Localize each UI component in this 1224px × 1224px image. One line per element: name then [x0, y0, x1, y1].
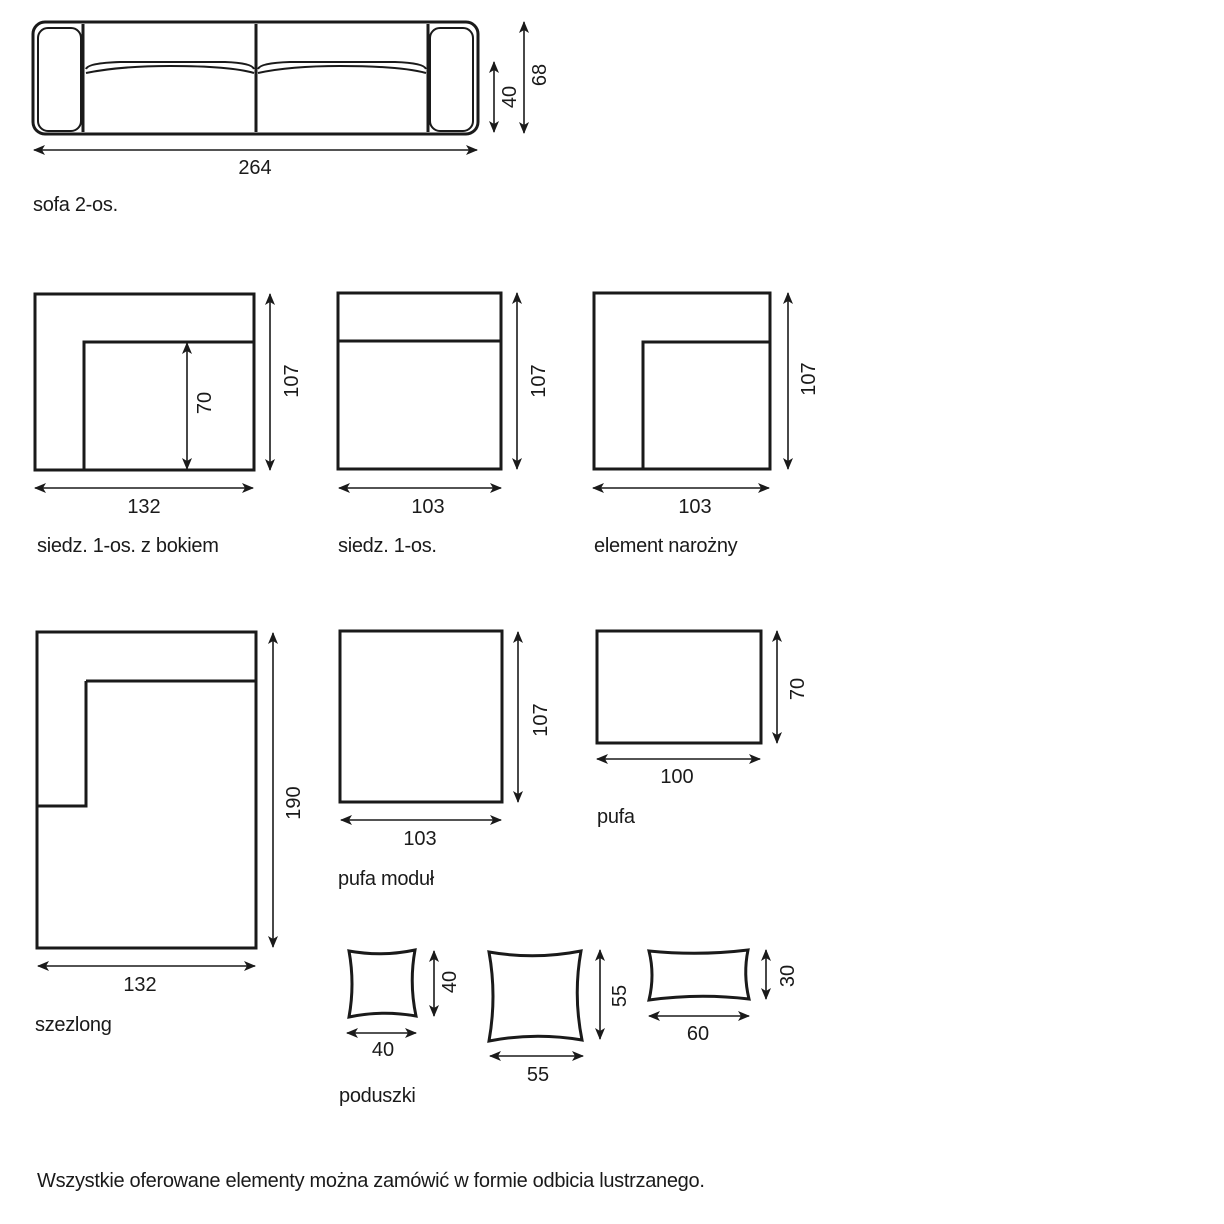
- cushion-long-height-value: 30: [777, 965, 799, 987]
- seat-with-arm-depth-value: 107: [281, 364, 303, 397]
- sofa-drawing: [31, 20, 480, 136]
- sofa-seat-depth-value: 40: [499, 86, 521, 108]
- cushion-small-width-value: 40: [372, 1039, 394, 1061]
- cushion-long-width-value: 60: [687, 1023, 709, 1045]
- seat-depth-value: 107: [528, 364, 550, 397]
- cushion-medium-height-value: 55: [609, 985, 631, 1007]
- cushion-long-shape: [647, 948, 751, 1002]
- chaise-inner: [37, 681, 88, 808]
- chaise-length-value: 190: [283, 786, 305, 819]
- cushion-medium-shape: [487, 949, 584, 1043]
- seat-with-arm-width-value: 132: [127, 496, 160, 518]
- seat-with-arm-inner: [82, 340, 254, 470]
- cushion-small-height-value: 40: [439, 971, 461, 993]
- chaise-outline: [35, 630, 258, 950]
- pouf-module-label: pufa moduł: [338, 868, 435, 890]
- pouf-module-width-value: 103: [403, 828, 436, 850]
- sofa-label: sofa 2-os.: [33, 194, 118, 216]
- pouf-depth-value: 70: [787, 678, 809, 700]
- pouf-outline: [595, 629, 763, 745]
- corner-depth-value: 107: [798, 362, 820, 395]
- sofa-right-cushion-edge: [257, 61, 427, 70]
- cushions-label: poduszki: [339, 1085, 416, 1107]
- seat-with-arm-label: siedz. 1-os. z bokiem: [37, 535, 219, 557]
- cushion-small-shape: [347, 948, 418, 1019]
- pouf-module-depth-value: 107: [530, 703, 552, 736]
- pouf-module-outline: [338, 629, 504, 804]
- chaise-width-value: 132: [123, 974, 156, 996]
- sofa-depth-value: 68: [529, 64, 551, 86]
- sofa-width-value: 264: [238, 157, 271, 179]
- seat-with-arm-inner-value: 70: [194, 392, 216, 414]
- seat-outline: [336, 291, 503, 471]
- pouf-width-value: 100: [660, 766, 693, 788]
- seat-with-arm-outline: [33, 292, 256, 472]
- sofa-left-arm: [37, 27, 82, 132]
- footnote: Wszystkie oferowane elementy można zamów…: [37, 1170, 705, 1192]
- corner-width-value: 103: [678, 496, 711, 518]
- sofa-outline: [31, 20, 480, 136]
- sofa-left-cushion-edge: [85, 61, 255, 70]
- corner-outline: [592, 291, 772, 471]
- corner-inner: [641, 340, 770, 469]
- chaise-label: szezlong: [35, 1014, 112, 1036]
- cushion-medium-width-value: 55: [527, 1064, 549, 1086]
- sofa-right-arm: [429, 27, 474, 132]
- corner-label: element narożny: [594, 535, 738, 557]
- pouf-label: pufa: [597, 806, 636, 828]
- seat-label: siedz. 1-os.: [338, 535, 437, 557]
- seat-width-value: 103: [411, 496, 444, 518]
